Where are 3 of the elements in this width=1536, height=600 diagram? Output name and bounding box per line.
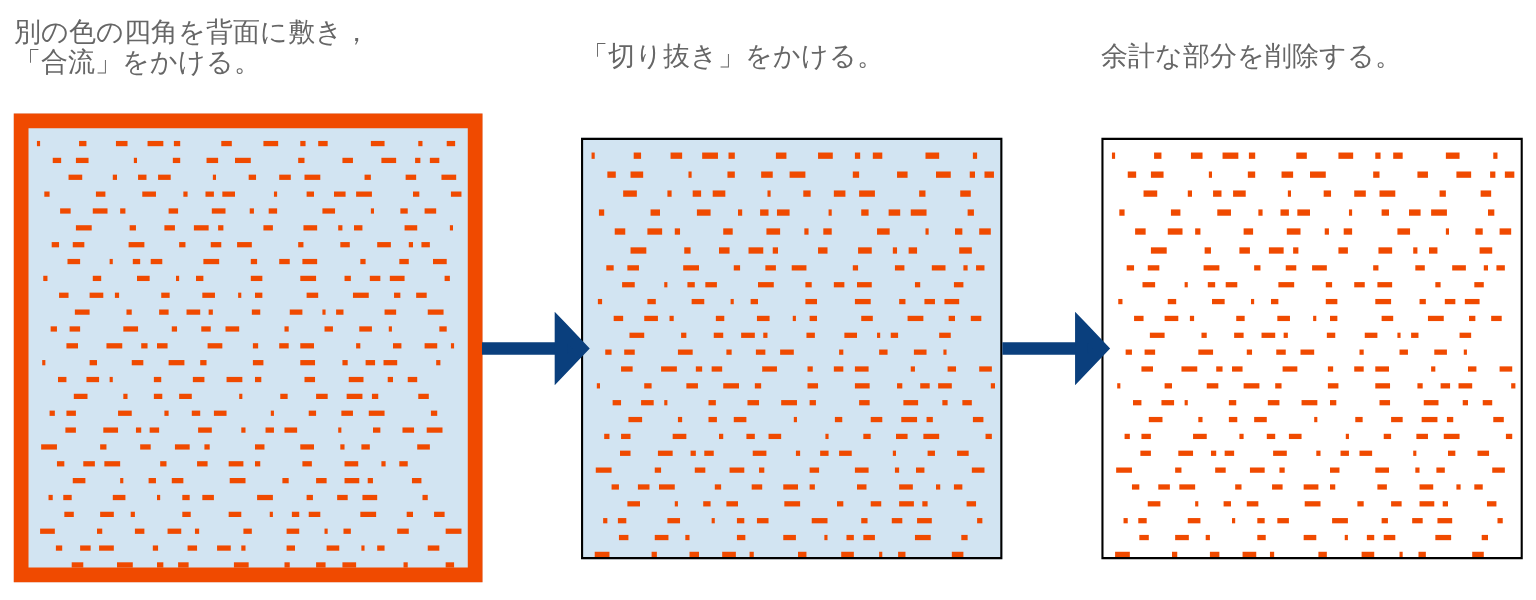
node-label: 余計な部分を削除する。 (1101, 39, 1403, 71)
node-label: 「切り抜き」をかける。 (581, 39, 885, 71)
node-label: 別の色の四角を背面に敷き，「合流」をかける。 (13, 15, 370, 78)
